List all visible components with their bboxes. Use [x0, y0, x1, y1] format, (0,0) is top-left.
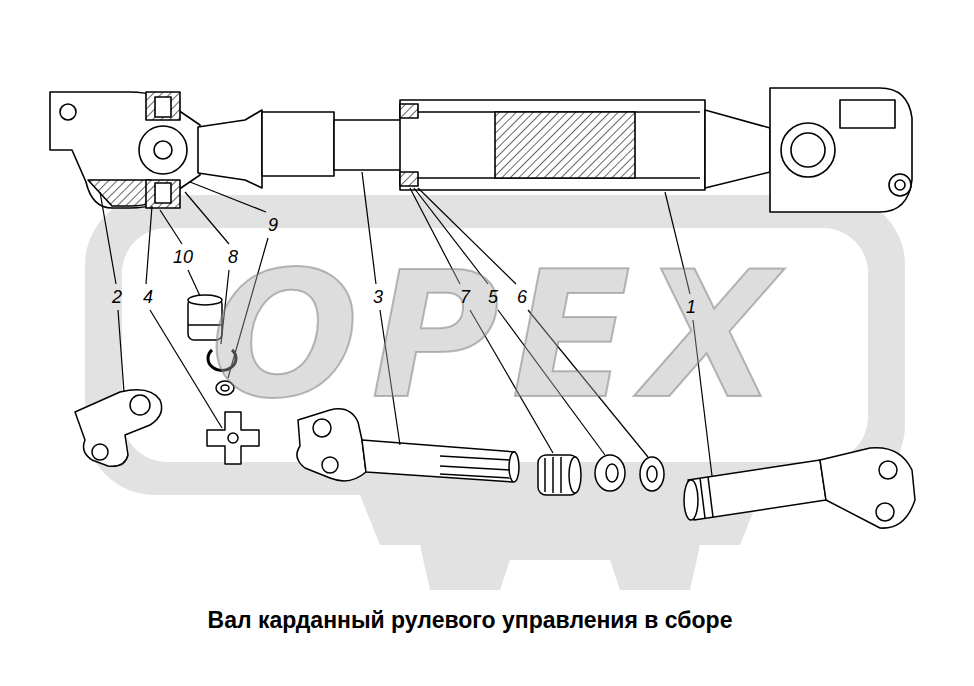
callout-number: 4: [141, 287, 155, 307]
emblem-background: [85, 195, 905, 590]
callout-number: 9: [266, 215, 280, 235]
caption: Вал карданный рулевого управления в сбор…: [208, 608, 733, 633]
callout-number: 6: [515, 287, 529, 307]
callout-number: 2: [110, 287, 124, 307]
callout-number: 5: [486, 287, 500, 307]
assembled-shaft: [50, 88, 912, 212]
callout-number: 8: [226, 247, 240, 267]
callout-number: 3: [371, 287, 385, 307]
callout-number: 1: [684, 297, 698, 317]
callout-number: 10: [171, 247, 195, 267]
callout-number: 7: [458, 287, 472, 307]
watermark: ОРЕХ: [210, 248, 790, 423]
